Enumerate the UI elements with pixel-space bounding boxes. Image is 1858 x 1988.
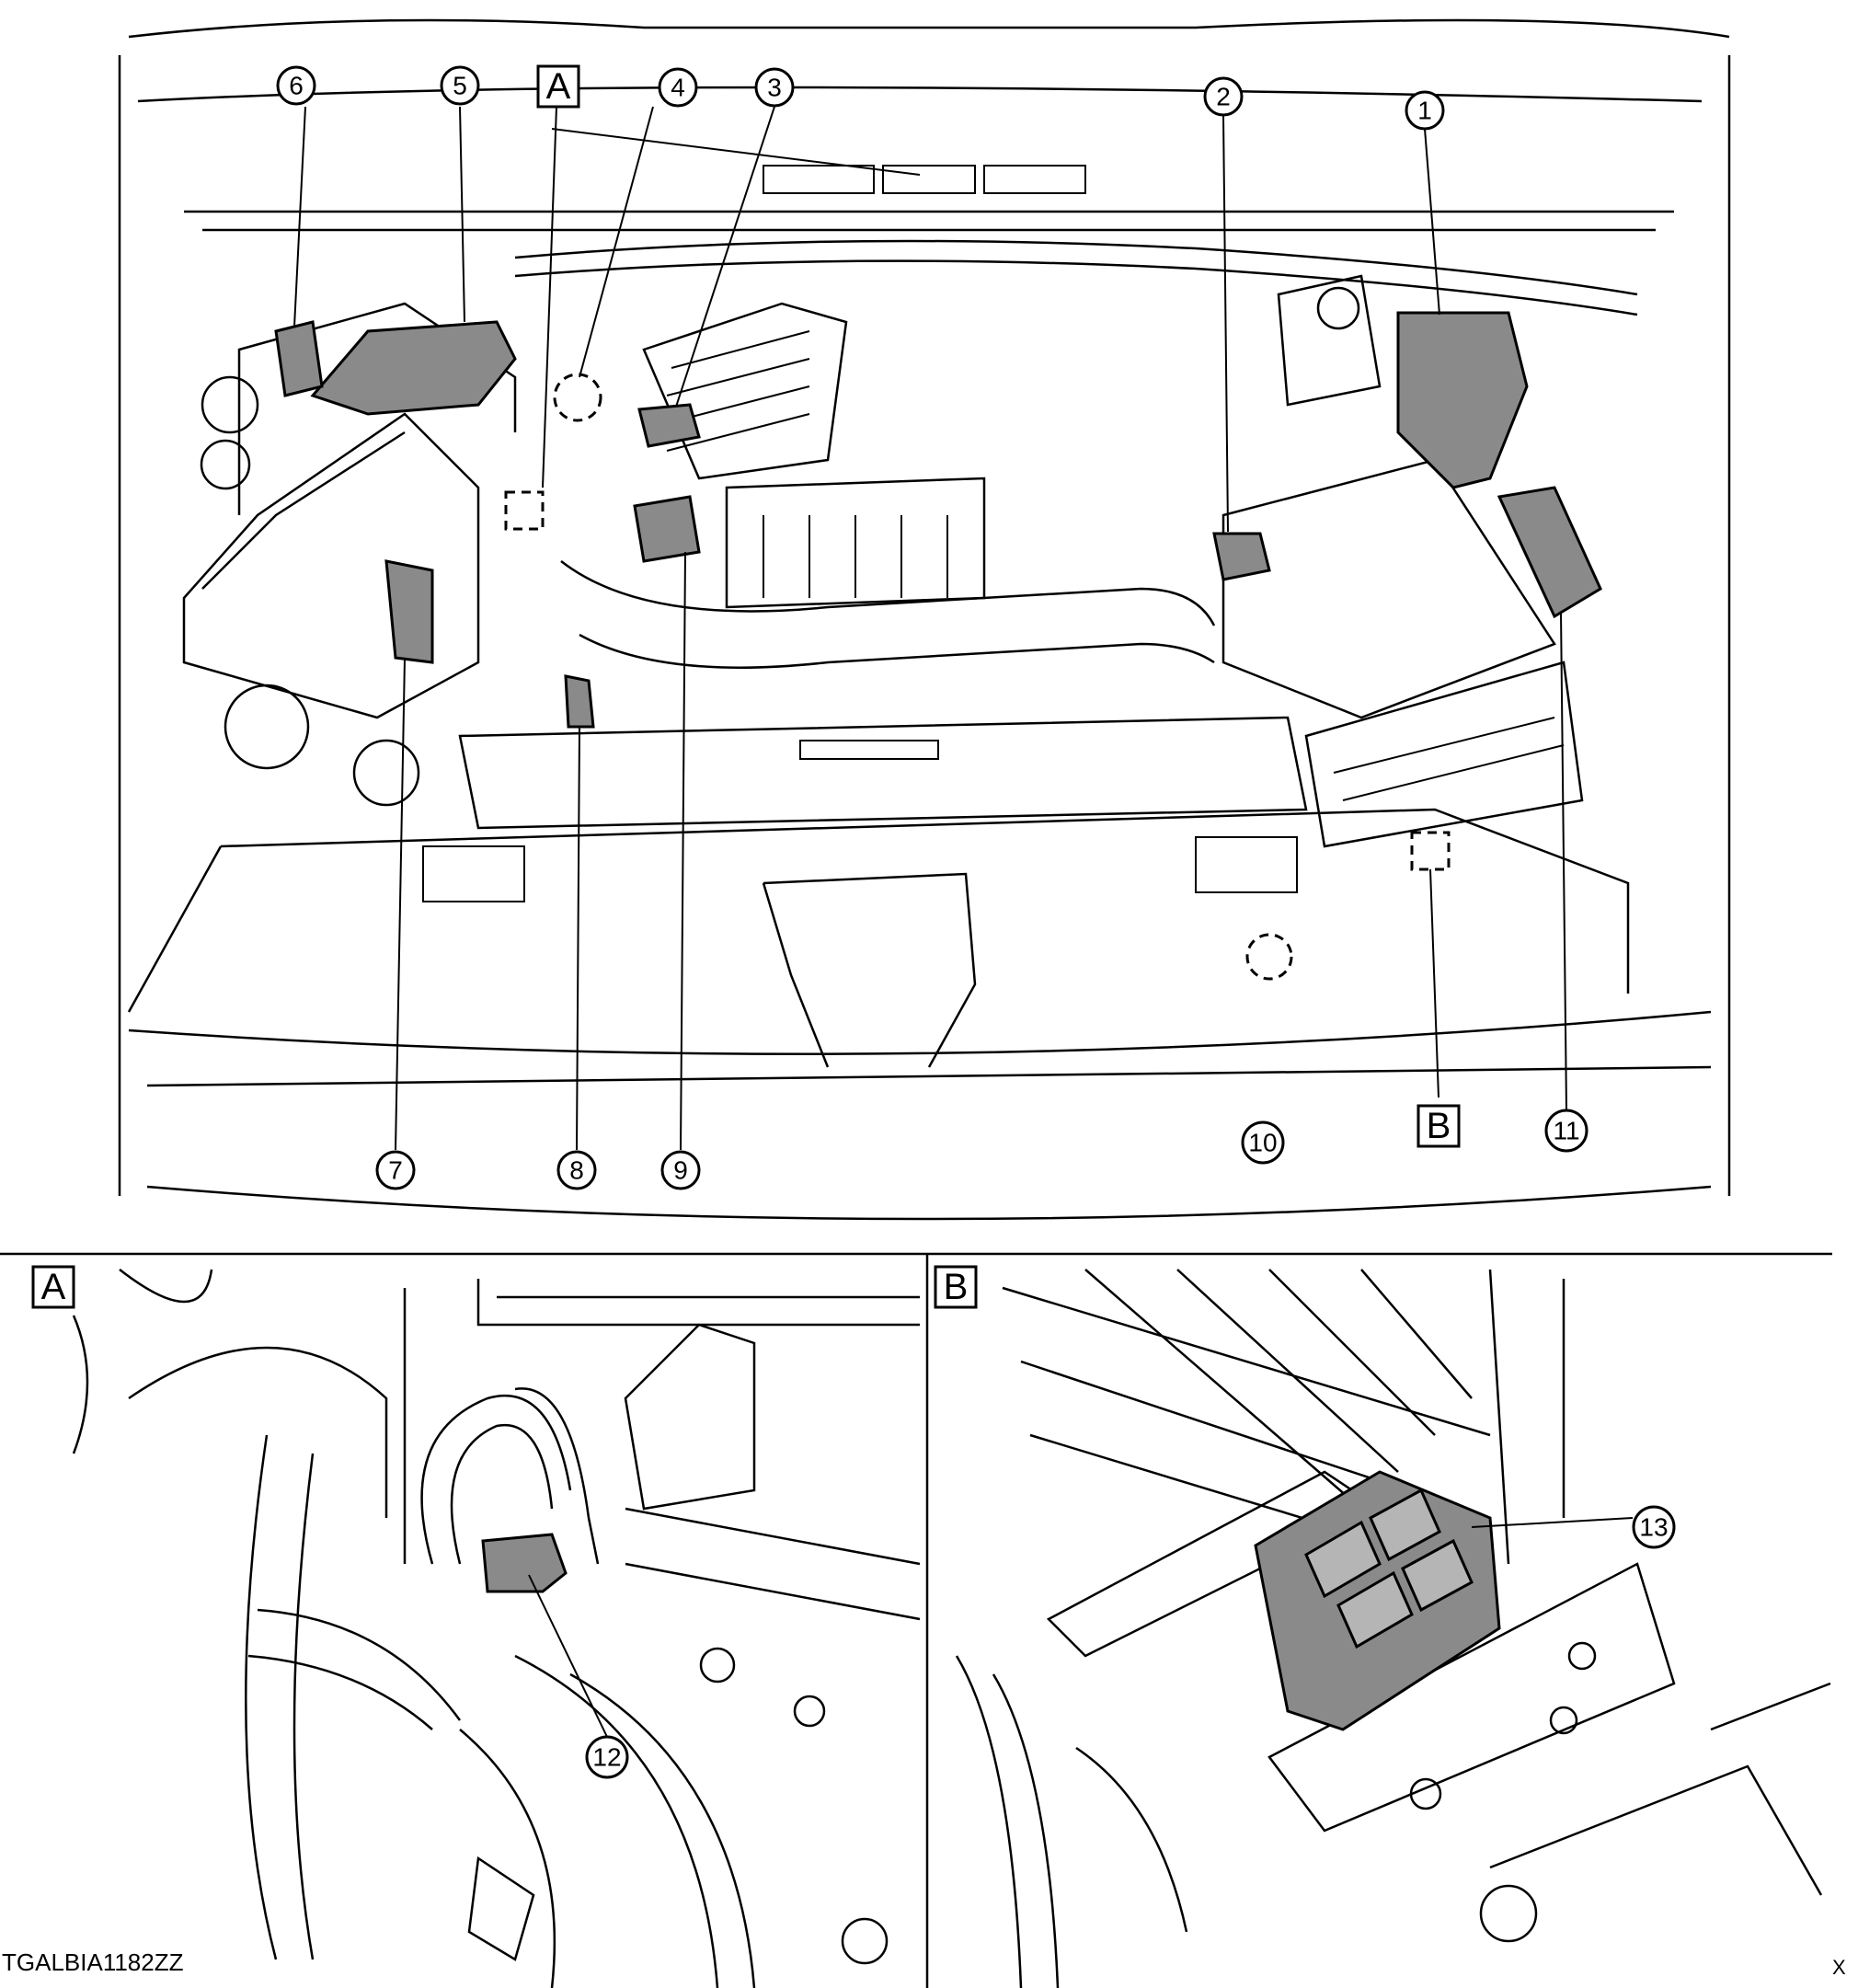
locator-10-marker: [1245, 933, 1293, 981]
svg-text:12: 12: [592, 1743, 621, 1772]
callout-13: 13: [1632, 1505, 1676, 1549]
svg-text:9: 9: [673, 1156, 688, 1185]
svg-text:B: B: [1427, 1106, 1451, 1146]
svg-text:A: A: [41, 1267, 66, 1307]
component-7-connector: [384, 559, 434, 664]
battery: [182, 302, 517, 719]
air-cleaner-housing: [1221, 458, 1584, 848]
intake-manifold: [642, 302, 848, 480]
svg-text:3: 3: [767, 74, 782, 102]
component-12-connector: [481, 1533, 568, 1593]
svg-text:7: 7: [388, 1156, 403, 1185]
svg-text:5: 5: [453, 72, 467, 100]
panel-label-b: B: [934, 1265, 978, 1309]
svg-text:10: 10: [1248, 1129, 1277, 1157]
callout-12: 12: [585, 1735, 629, 1779]
component-9-maf-sensor: [633, 495, 701, 563]
component-8-sensor: [564, 674, 595, 729]
callout-10: 10: [1241, 1120, 1285, 1165]
callout-9: 9: [660, 1150, 701, 1190]
component-6-connector: [274, 320, 324, 397]
svg-text:6: 6: [289, 72, 304, 100]
svg-text:A: A: [546, 66, 571, 107]
callout-4: 4: [658, 67, 698, 108]
callout-1: 1: [1405, 90, 1445, 131]
svg-text:13: 13: [1639, 1513, 1668, 1542]
detail-panel-a: A 12: [31, 1265, 921, 1988]
svg-text:11: 11: [1553, 1117, 1579, 1145]
callout-5: 5: [440, 65, 480, 106]
locator-4-marker: [553, 373, 602, 422]
component-2-connector: [1212, 532, 1271, 581]
detail-panel-b: B 13: [934, 1265, 1831, 1988]
component-13-fuse-block: [1254, 1470, 1501, 1731]
callout-2: 2: [1203, 76, 1244, 117]
callout-6: 6: [276, 65, 316, 106]
panel-label-a: A: [31, 1265, 75, 1309]
corner-mark: X: [1832, 1956, 1846, 1979]
locator-b-marker: [1410, 831, 1451, 871]
figure-code: TGALBIA1182ZZ: [2, 1948, 184, 1976]
component-11-fuse-box: [1497, 486, 1602, 619]
callout-11: 11: [1544, 1109, 1588, 1153]
callout-3: 3: [754, 67, 795, 108]
svg-text:8: 8: [569, 1156, 584, 1185]
main-label-a: A: [536, 64, 580, 109]
relay-box-cover: [310, 320, 517, 416]
component-1-relay-block: [1396, 311, 1529, 489]
callout-8: 8: [556, 1150, 597, 1190]
component-3-connector: [637, 403, 701, 448]
svg-text:B: B: [944, 1267, 969, 1307]
air-cleaner-cover: [725, 477, 986, 609]
main-engine-view: 6 5 A 4 3 2 1 7 8 9 B 10 11: [118, 18, 1731, 1221]
svg-text:1: 1: [1417, 97, 1432, 125]
callout-7: 7: [375, 1150, 416, 1190]
locator-a-marker: [504, 490, 545, 531]
main-label-b: B: [1416, 1104, 1461, 1148]
svg-text:4: 4: [671, 74, 685, 102]
svg-text:2: 2: [1216, 83, 1231, 111]
